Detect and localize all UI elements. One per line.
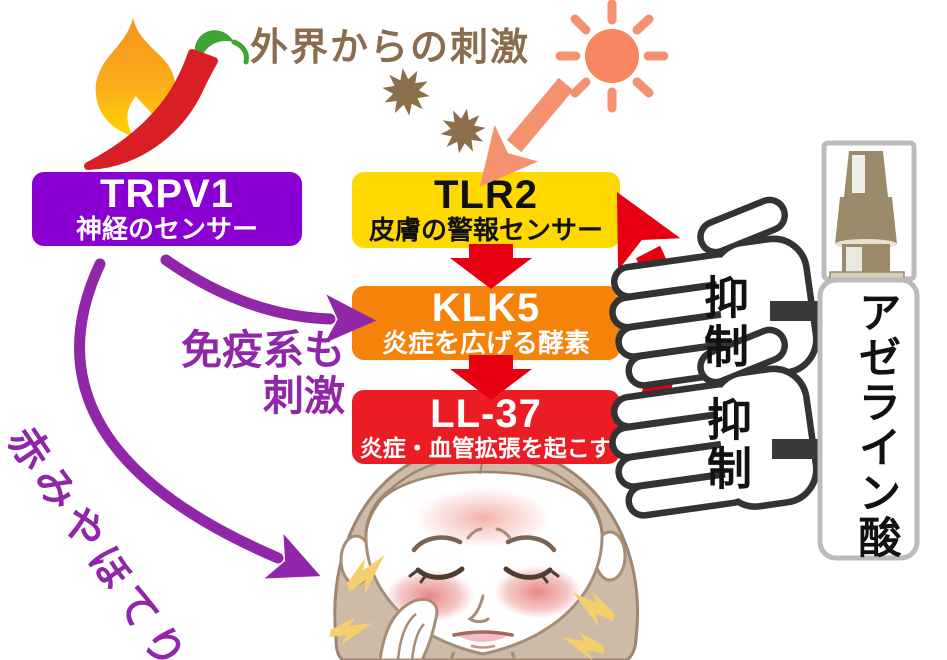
title-external-stimuli: 外界からの刺激 [250, 27, 531, 69]
box-ll37-subtitle: 炎症・血管拡張を起こす [359, 434, 613, 461]
arrow-trpv1-to-klk5 [160, 254, 377, 344]
box-tlr2-title: TLR2 [434, 173, 538, 218]
box-ll37: LL-37 炎症・血管拡張を起こす [352, 390, 620, 464]
microbe-icon [382, 68, 486, 154]
box-klk5: KLK5 炎症を広げる酵素 [352, 286, 620, 360]
spark-bolt-icon [329, 555, 615, 660]
box-klk5-title: KLK5 [431, 286, 541, 331]
arrow-tlr2-to-klk5 [450, 244, 532, 289]
sun-icon [555, 0, 669, 113]
connector-bar-bottom [772, 439, 820, 459]
box-tlr2: TLR2 皮膚の警報センサー [352, 172, 620, 248]
box-tlr2-subtitle: 皮膚の警報センサー [368, 215, 603, 246]
label-suppress-top: 抑制 [697, 274, 748, 372]
label-immune-stimulation: 免疫系も 刺激 [140, 327, 345, 420]
label-immune-line2: 刺激 [263, 372, 345, 419]
box-trpv1-title: TRPV1 [100, 172, 234, 217]
label-immune-line1: 免疫系も [181, 327, 345, 373]
connector-bar-top [770, 301, 822, 321]
chili-flame-icon [84, 18, 249, 170]
box-klk5-subtitle: 炎症を広げる酵素 [381, 328, 590, 359]
red-face-icon [333, 442, 639, 660]
label-azelaic-acid: アゼライン酸 [852, 290, 900, 560]
label-redness-flush: 赤みやほてり [0, 418, 198, 660]
arrow-ll37-feedback-to-tlr2 [617, 192, 681, 449]
arrow-sun-to-tlr2 [479, 77, 574, 187]
label-suppress-bottom: 抑制 [700, 396, 751, 494]
box-trpv1: TRPV1 神経のセンサー [32, 172, 302, 246]
box-ll37-title: LL-37 [430, 392, 542, 437]
box-trpv1-subtitle: 神経のセンサー [75, 214, 258, 245]
